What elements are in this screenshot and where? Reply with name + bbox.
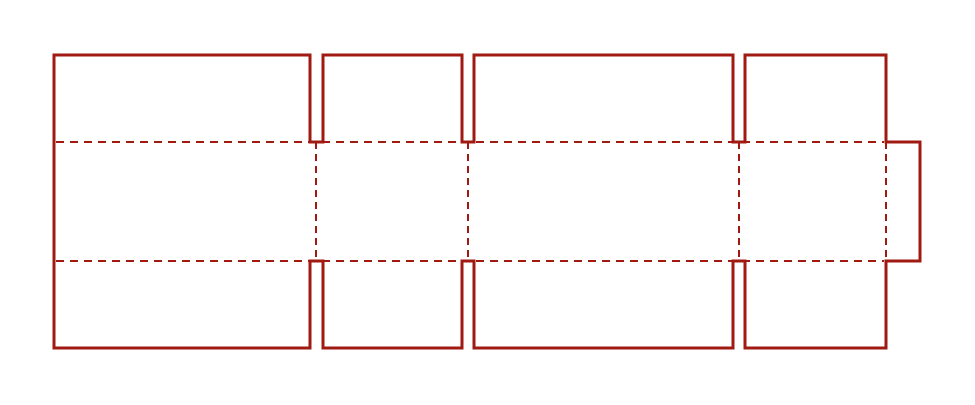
cut-outline — [52, 53, 922, 350]
